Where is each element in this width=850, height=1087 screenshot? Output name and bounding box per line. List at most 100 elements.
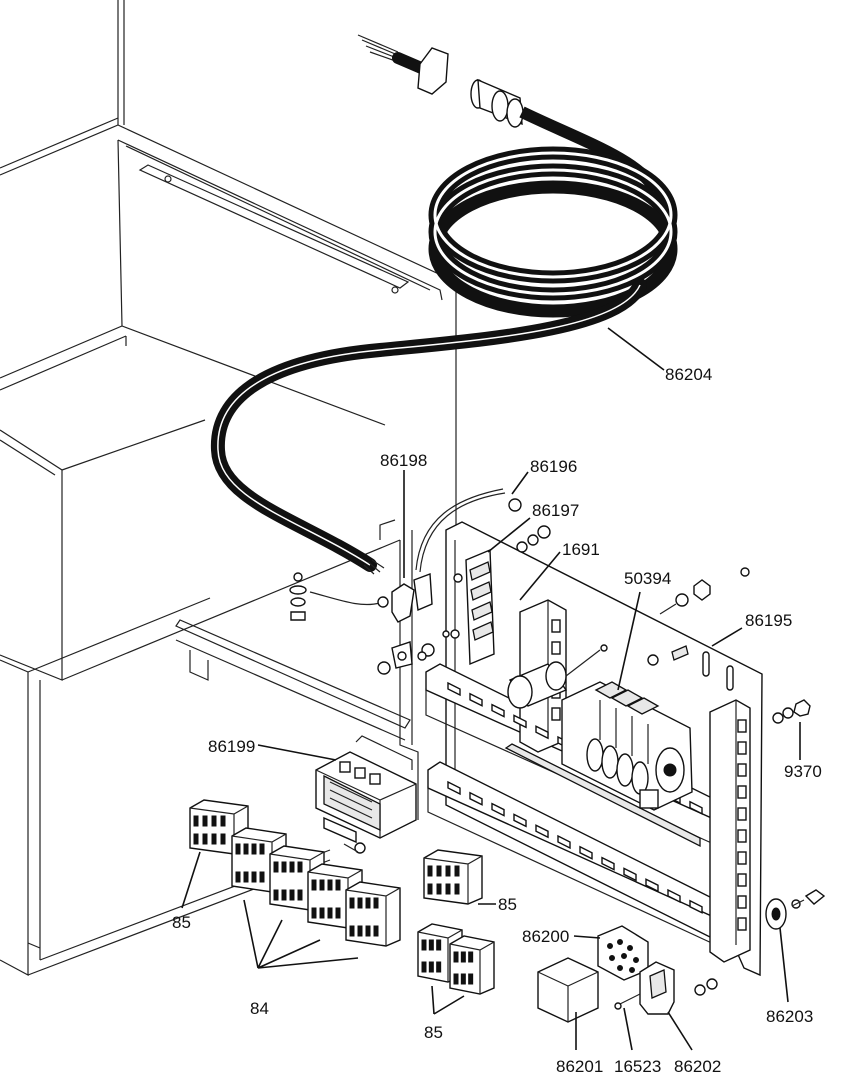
contactor-modules (189, 799, 495, 995)
callout-86199: 86199 (208, 737, 255, 756)
rail-slot (535, 725, 549, 740)
terminal-strip (450, 548, 495, 666)
module-terminal (202, 833, 208, 845)
callout-50394: 50394 (624, 569, 671, 588)
duct-slot (551, 707, 561, 721)
plate-washers (516, 525, 551, 553)
module-terminal (311, 907, 317, 919)
module-terminal (220, 833, 226, 845)
duct-slot (737, 829, 747, 843)
duct-slot (737, 785, 747, 799)
duct-slot (551, 619, 561, 633)
cable-clamp (343, 573, 433, 854)
module-body (423, 849, 483, 905)
callout-1691: 1691 (562, 540, 600, 559)
callout-labels: 86204 86198 86196 86197 1691 50394 86195… (172, 365, 822, 1076)
duct-slot (737, 763, 747, 777)
timer-unit (561, 681, 693, 811)
rail-slot (469, 692, 483, 707)
rail-slot (601, 856, 615, 871)
module-terminal (193, 833, 199, 845)
module-terminal (453, 951, 459, 963)
module-terminal (327, 879, 333, 891)
module-edge (417, 929, 463, 982)
module-terminal (235, 843, 241, 855)
duct-slot (737, 873, 747, 887)
module-terminal (436, 865, 442, 877)
ground-wire (309, 488, 522, 608)
rail-slot (579, 845, 593, 860)
module-terminal (428, 939, 434, 951)
rail-slot (535, 824, 549, 839)
duct-slot (737, 851, 747, 865)
module-terminal (319, 879, 325, 891)
module-terminal (259, 871, 265, 883)
callout-86195: 86195 (745, 611, 792, 630)
module-terminal (335, 907, 341, 919)
module-terminal (357, 925, 363, 937)
module-body (449, 935, 495, 995)
module-terminal (327, 907, 333, 919)
contactor-module (307, 863, 363, 929)
contactor-module (345, 881, 401, 947)
module-terminal (468, 973, 474, 985)
module-terminal (357, 897, 363, 909)
duct-slot (737, 741, 747, 755)
module-edge (449, 941, 495, 994)
callout-85-bottom: 85 (424, 1023, 443, 1042)
module-terminal (445, 883, 451, 895)
callout-9370: 9370 (784, 762, 822, 781)
module-terminal (365, 925, 371, 937)
contactor-module (423, 849, 483, 905)
callout-86200: 86200 (522, 927, 569, 946)
leader-lines (181, 327, 801, 1051)
module-terminal (251, 843, 257, 855)
rail-slot (689, 899, 703, 914)
callout-86198: 86198 (380, 451, 427, 470)
module-terminal (460, 951, 466, 963)
module-terminal (445, 865, 451, 877)
relay-socket (597, 925, 649, 981)
module-terminal (454, 865, 460, 877)
module-terminal (335, 879, 341, 891)
module-terminal (349, 897, 355, 909)
transformer (315, 735, 417, 844)
module-terminal (220, 815, 226, 827)
module-terminal (235, 871, 241, 883)
rail-slot (645, 878, 659, 893)
module-terminal (211, 833, 217, 845)
cabinet-frame (0, 0, 457, 977)
rail-slot (667, 888, 681, 904)
module-terminal (243, 843, 249, 855)
module-terminal (211, 815, 217, 827)
module-terminal (319, 907, 325, 919)
module-terminal (427, 865, 433, 877)
module-terminal (259, 843, 265, 855)
rail-slot (447, 681, 461, 697)
rail-slot (491, 703, 505, 718)
module-terminal (273, 861, 279, 873)
module-terminal (373, 897, 379, 909)
module-terminal (453, 973, 459, 985)
module-terminal (436, 883, 442, 895)
foot-wheel (765, 889, 826, 930)
module-terminal (373, 925, 379, 937)
module-terminal (297, 861, 303, 873)
rail-slot (557, 834, 571, 850)
module-terminal (436, 939, 442, 951)
module-terminal (460, 973, 466, 985)
module-terminal (243, 871, 249, 883)
module-terminal (427, 883, 433, 895)
rail-slot (513, 714, 527, 729)
module-terminal (289, 889, 295, 901)
callout-85-left: 85 (172, 913, 191, 932)
rail-slot (447, 780, 461, 796)
power-cable (210, 34, 678, 575)
module-terminal (281, 861, 287, 873)
duct-slot (737, 719, 747, 733)
contactor-module (449, 935, 495, 995)
module-terminal (251, 871, 257, 883)
callout-16523: 16523 (614, 1057, 661, 1076)
callout-85-middle: 85 (498, 895, 517, 914)
callout-86197: 86197 (532, 501, 579, 520)
